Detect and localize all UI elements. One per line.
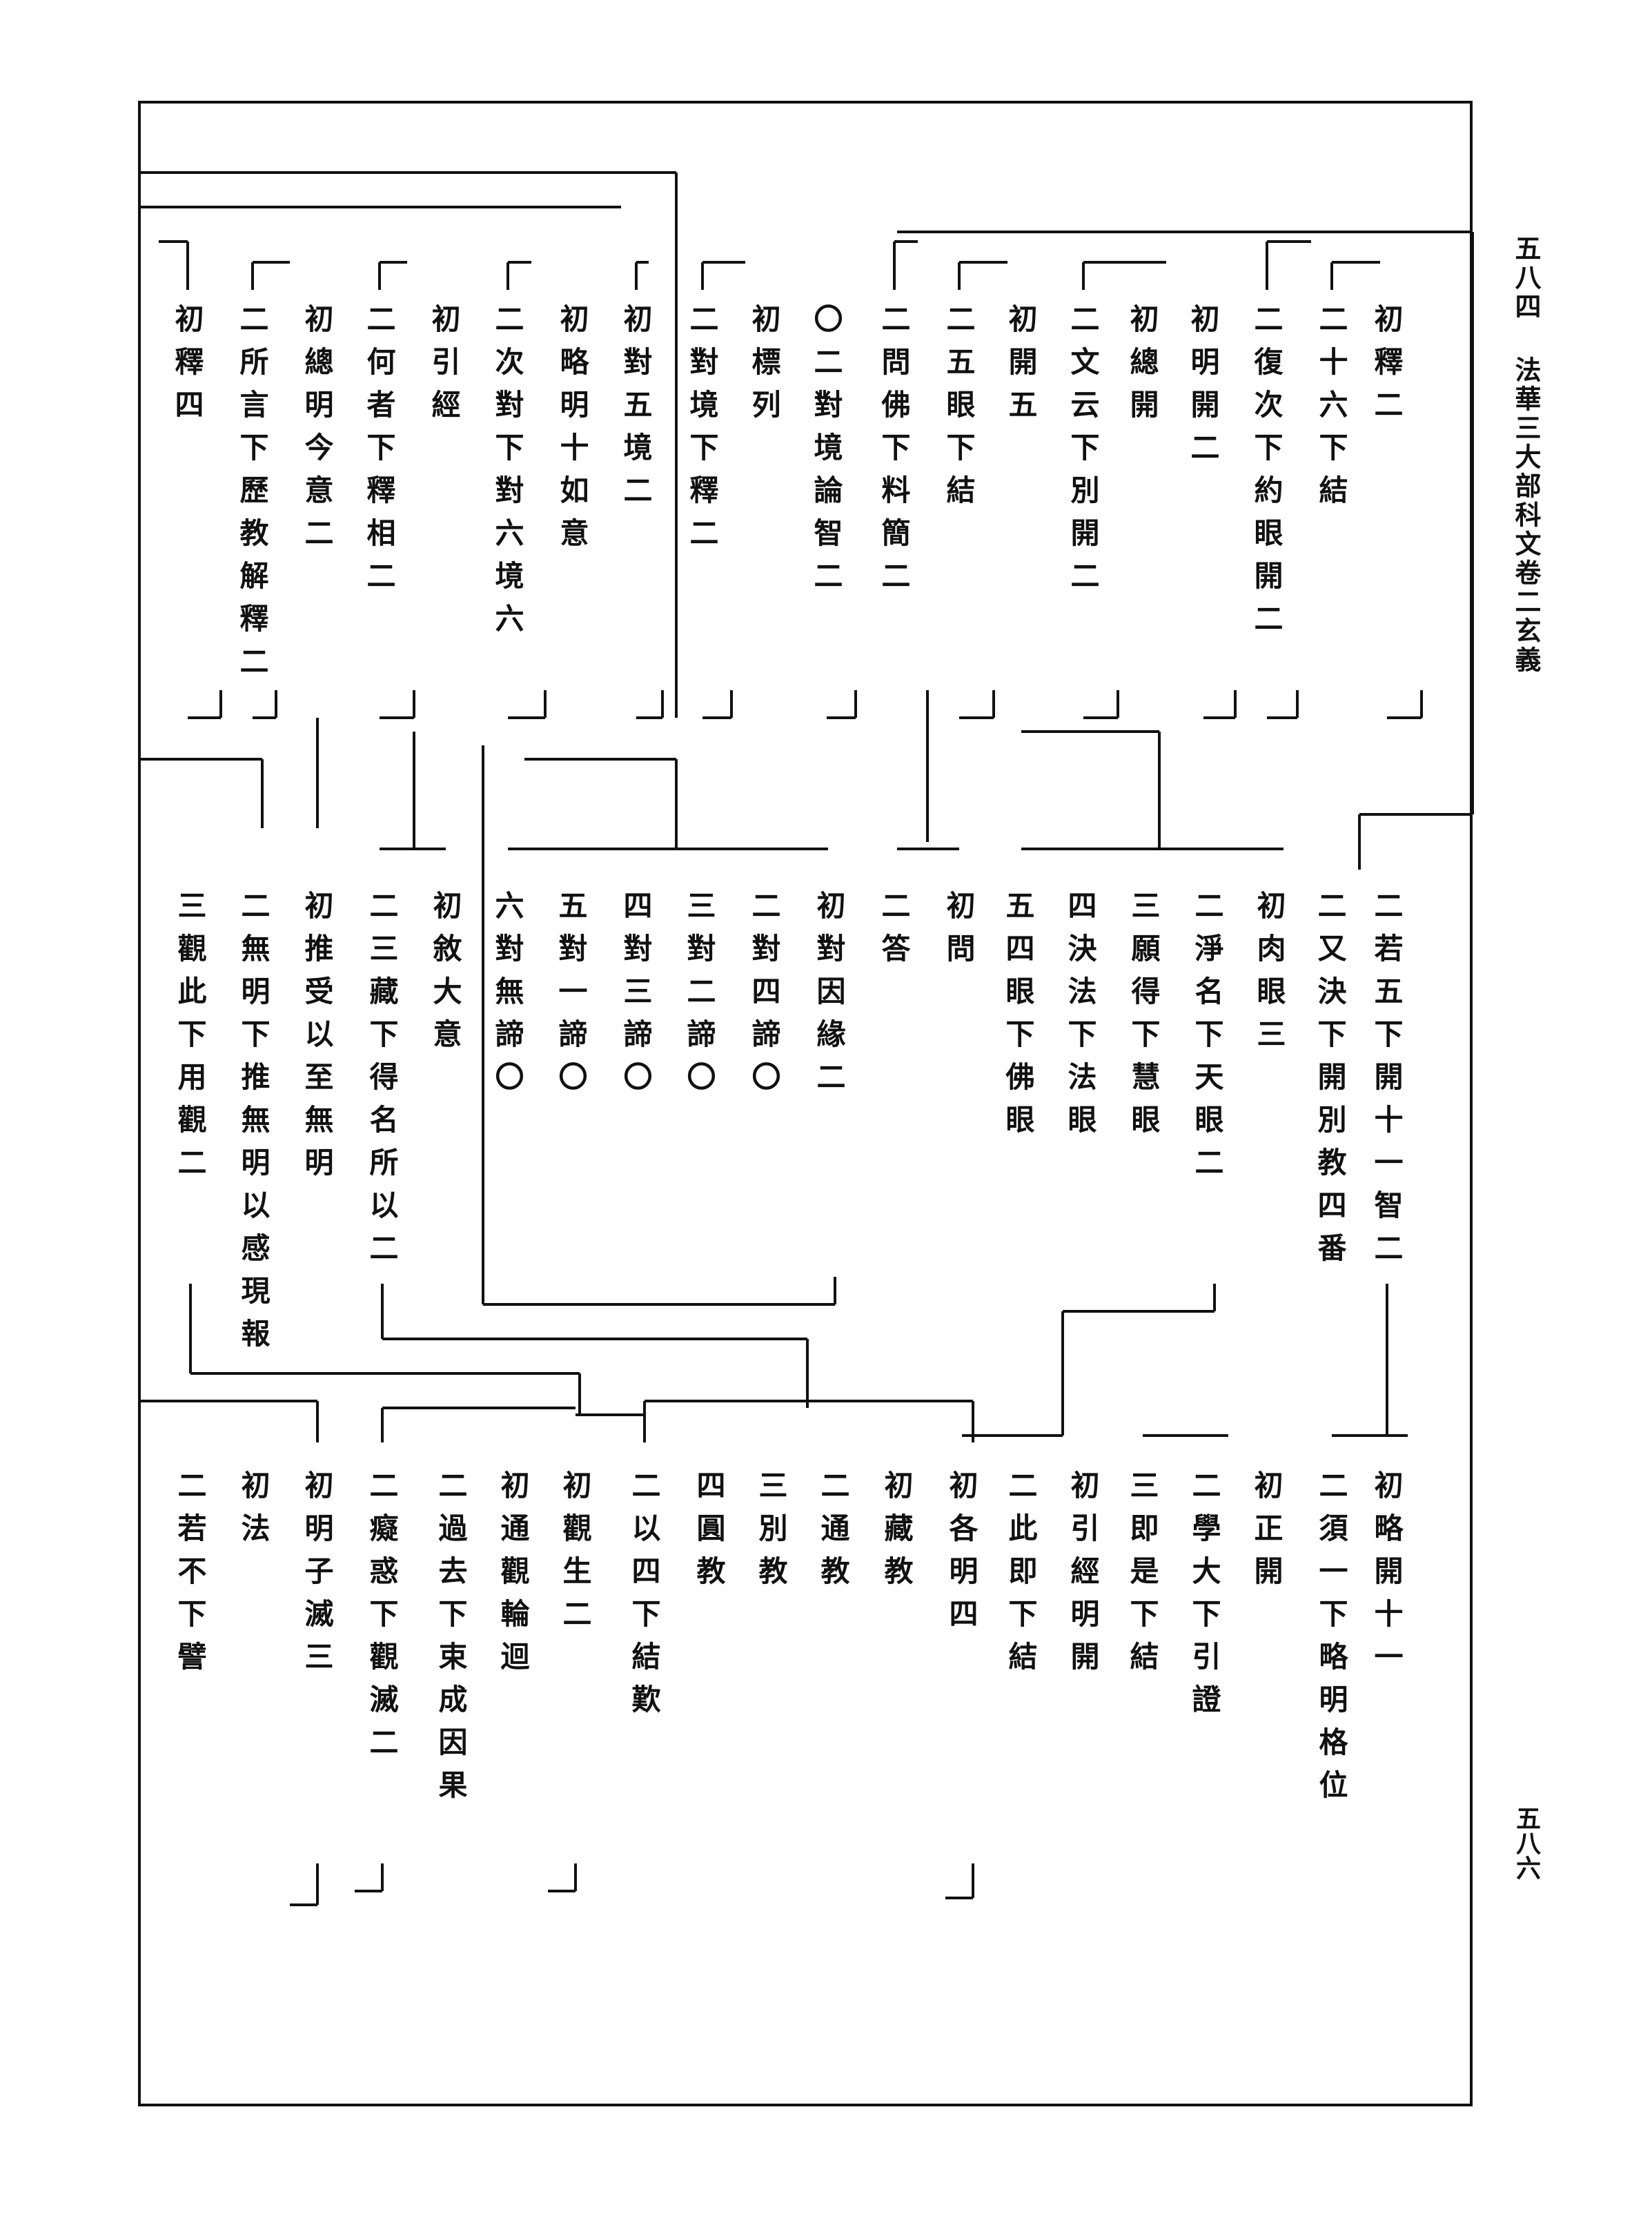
outline-entry: 初通觀輪迴	[496, 1470, 530, 1684]
outline-entry: 初觀生二	[558, 1470, 592, 1641]
outline-entry: 二以四下結歎	[627, 1470, 661, 1727]
outline-entry: 五四眼下佛眼	[1001, 890, 1035, 1147]
outline-entry: 二此即下結	[1004, 1470, 1038, 1684]
outline-entry: 初釋二	[1370, 304, 1404, 432]
outline-entry: 六對無諦〇	[491, 890, 524, 1104]
outline-entry: 二三藏下得名所以二	[365, 890, 399, 1275]
outline-entry: 初藏教	[880, 1470, 914, 1598]
outline-entry: 三別教	[754, 1470, 788, 1598]
outline-entry: 二十六下結	[1315, 304, 1348, 518]
outline-entry: 初引經明開	[1066, 1470, 1100, 1684]
outline-entry: 初明子滅三	[300, 1470, 334, 1684]
outline-entry: 二若不下譬	[173, 1470, 207, 1684]
outline-entry: 初法	[237, 1470, 271, 1556]
outline-entry: 初各明四	[945, 1470, 979, 1641]
outline-entry: 二文云下別開二	[1066, 304, 1100, 603]
outline-entry: 初引經	[427, 304, 461, 432]
outline-entry: 二學大下引證	[1188, 1470, 1221, 1727]
outline-entry: 二無明下推無明以感現報	[237, 890, 271, 1361]
outline-entry: 初對因緣二	[812, 890, 846, 1104]
outline-entry: 初對五境二	[619, 304, 653, 518]
header-book-title: 法華三大部科文卷二玄義	[1511, 356, 1542, 675]
outline-entry: 三願得下慧眼	[1127, 890, 1161, 1147]
outline-entry: 初開五	[1004, 304, 1038, 432]
outline-entry: 二五眼下結	[942, 304, 976, 518]
outline-entry: 三觀此下用觀二	[173, 890, 207, 1190]
outline-entry: 二何者下釋相二	[362, 304, 396, 603]
outline-entry: 三對二諦〇	[682, 890, 716, 1104]
outline-entry: 初問	[942, 890, 976, 976]
outline-entry: 初總開	[1125, 304, 1159, 432]
outline-entry: 二對四諦〇	[747, 890, 781, 1104]
outline-entry: 二通教	[816, 1470, 850, 1598]
outline-entry: 初推受以至無明	[300, 890, 334, 1190]
outline-entry: 二癡惑下觀滅二	[365, 1470, 399, 1770]
outline-entry: 五對一諦〇	[554, 890, 588, 1104]
outline-entry: 二過去下束成因果	[434, 1470, 468, 1812]
outline-entry: 二若五下開十一智二	[1370, 890, 1404, 1275]
outline-entry: 三即是下結	[1125, 1470, 1159, 1684]
outline-entry: 二次對下對六境六	[491, 304, 524, 646]
outline-entry: 初釋四	[170, 304, 204, 432]
outline-entry: 四圓教	[692, 1470, 726, 1598]
outline-entry: 二又決下開別教四番	[1313, 890, 1347, 1275]
outline-entry: 二答	[877, 890, 911, 976]
outline-entry: 〇二對境論智二	[809, 304, 843, 603]
outline-entry: 四對三諦〇	[619, 890, 653, 1104]
outline-entry: 初敘大意	[429, 890, 462, 1061]
outline-entry: 二復次下約眼開二	[1250, 304, 1284, 646]
outline-entry: 初明開二	[1186, 304, 1220, 475]
outline-entry: 初略明十如意	[555, 304, 589, 560]
outline-entry: 初略開十一	[1370, 1470, 1404, 1684]
page-number: 五八六	[1512, 1805, 1541, 1880]
outline-entry: 二問佛下料簡二	[877, 304, 911, 603]
outline-entry: 二須一下略明格位	[1315, 1470, 1348, 1812]
page-frame	[138, 101, 1473, 2106]
outline-entry: 初總明今意二	[300, 304, 334, 560]
outline-entry: 初標列	[747, 304, 781, 432]
outline-entry: 初肉眼三	[1252, 890, 1286, 1061]
outline-entry: 二對境下釋二	[685, 304, 719, 560]
outline-entry: 四決法下法眼	[1063, 890, 1097, 1147]
outline-entry: 初正開	[1250, 1470, 1284, 1598]
outline-entry: 二淨名下天眼二	[1190, 890, 1224, 1190]
outline-entry: 二所言下歷教解釋二	[235, 304, 269, 689]
header-page-ref: 五八四	[1511, 235, 1542, 322]
